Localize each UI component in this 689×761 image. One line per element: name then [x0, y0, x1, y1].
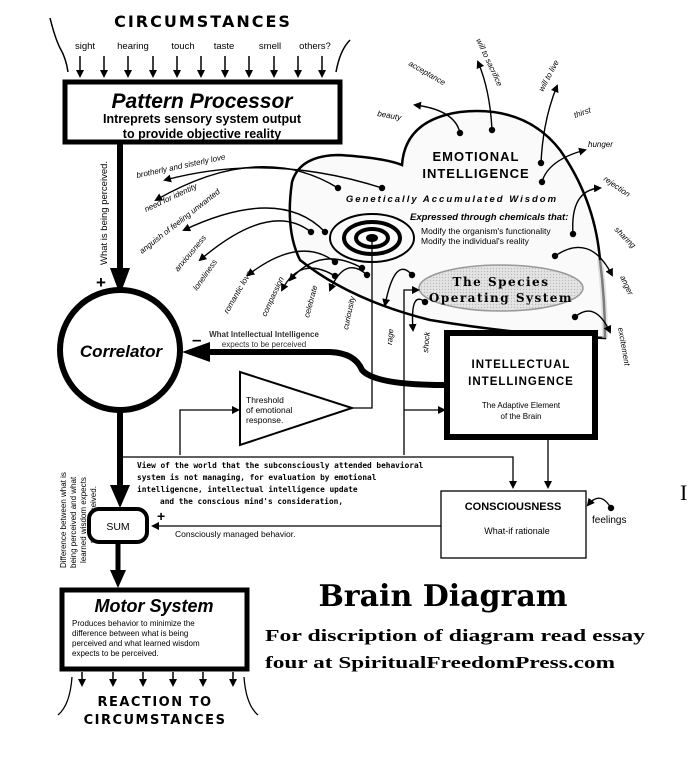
sense-labels: sight hearing touch taste smell others?: [75, 41, 331, 52]
sum-label: SUM: [106, 521, 129, 533]
correlator-circle: [57, 287, 183, 413]
emotion-label: acceptance: [407, 59, 447, 88]
consciousness-sub: What-if rationale: [484, 526, 550, 536]
emotional-subtitle: Genetically Accumulated Wisdom: [346, 194, 558, 205]
reaction-arrows: [78, 672, 237, 687]
view-line3: intelligencne, intellectual intelligence…: [137, 485, 358, 494]
view-line1: View of the world that the subconsciousl…: [137, 461, 424, 470]
emotion-labels-right: rejection sharing anger excitement: [602, 174, 638, 367]
emotion-label: anger: [618, 274, 635, 297]
caption-title: Brain Diagram: [318, 579, 567, 614]
view-to-consciousness-line: [120, 456, 517, 489]
emotion-curves-top: [413, 60, 613, 334]
emotion-label: shock: [421, 331, 432, 354]
ii-expects-line1: What Intellectual Intelligence: [209, 330, 319, 339]
motor-line1: Produces behavior to minimize the: [72, 619, 195, 628]
threshold-line2: of emotional: [246, 405, 292, 415]
consciousness-title: CONSCIOUSNESS: [465, 501, 562, 513]
intellectual-sub-1: The Adaptive Element: [482, 401, 561, 410]
emotion-label: rage: [385, 328, 395, 345]
sense-label: touch: [171, 41, 194, 52]
difference-line2: being perceived and what: [69, 476, 78, 568]
sense-label: taste: [214, 41, 235, 52]
sense-label: hearing: [117, 41, 149, 52]
view-to-threshold-line: [179, 406, 240, 455]
sense-label: sight: [75, 41, 95, 52]
threshold-line3: response.: [246, 415, 283, 425]
species-os-line2: Operating System: [429, 291, 573, 305]
feelings-curve: [586, 497, 615, 512]
sum-plus: +: [157, 508, 165, 524]
emotion-label: excitement: [616, 327, 632, 367]
pattern-processor-title: Pattern Processor: [112, 90, 295, 113]
modify-line-1: Modify the organism's functionality: [421, 226, 551, 236]
view-line2: system is not managing, for evaluation b…: [137, 473, 377, 482]
emotional-title-1: EMOTIONAL: [433, 149, 520, 164]
motor-box: [59, 587, 250, 672]
threshold-line1: Threshold: [246, 395, 284, 405]
sum-box: [87, 507, 149, 544]
emotion-label: sharing: [613, 225, 638, 250]
reaction-line1: REACTION TO: [97, 695, 212, 710]
motor-title: Motor System: [94, 596, 213, 616]
intellectual-sub-2: of the Brain: [501, 412, 542, 421]
caption-line1: For discription of diagram read essay: [265, 626, 646, 645]
difference-line3: learned wisdom expects: [79, 477, 88, 563]
emotion-label: compassion: [260, 275, 286, 318]
sense-label: smell: [259, 41, 281, 52]
intellectual-box: [444, 330, 598, 440]
emotion-label: curiousity: [341, 295, 357, 331]
ii-expects-arrow: [205, 349, 446, 388]
perceived-arrowhead: [110, 268, 130, 295]
reaction-line2: CIRCUMSTANCES: [84, 713, 227, 728]
emotion-label: romantic love: [222, 269, 254, 315]
pattern-processor-line2: to provide objective reality: [123, 127, 281, 141]
left-brace: [49, 17, 69, 73]
plus-sign-correlator: +: [96, 273, 106, 292]
target-to-threshold-line: [352, 240, 373, 409]
pattern-processor-box: [62, 79, 343, 145]
emotion-label: rejection: [602, 174, 632, 199]
perceived-label: What is being perceived.: [99, 161, 110, 265]
view-text: View of the world that the subconsciousl…: [137, 461, 424, 506]
expressed-label: Expressed through chemicals that:: [410, 212, 568, 223]
minus-sign: –: [192, 330, 201, 349]
pattern-processor-line1: Intreprets sensory system output: [103, 112, 302, 126]
emotion-label: celebrate: [302, 284, 319, 319]
circumstances-title: CIRCUMSTANCES: [114, 12, 292, 31]
intellectual-title-1: INTELLECTUAL: [472, 359, 571, 371]
emotional-title-2: INTELLIGENCE: [422, 166, 529, 181]
emotion-label: thirst: [573, 105, 593, 120]
view-line4: and the conscious mind's consideration,: [160, 497, 343, 506]
threshold-triangle: [239, 370, 356, 447]
feelings-label: feelings: [592, 515, 626, 526]
caption-line2: four at SpiritualFreedomPress.com: [265, 653, 615, 672]
sense-arrows: [76, 56, 326, 78]
motor-line3: perceived and what learned wisdom: [72, 639, 200, 648]
text-cursor-icon: I: [680, 480, 687, 505]
species-os-line1: The Species: [453, 275, 550, 289]
difference-line1: Difference between what is: [59, 472, 68, 568]
emotion-label: anxiousness: [173, 233, 208, 273]
correlator-label: Correlator: [80, 342, 164, 361]
motor-line4: expects to be perceived.: [72, 649, 159, 658]
ii-expects-line2: expects to be perceived: [222, 340, 307, 349]
intellectual-title-2: INTELLINGENCE: [468, 376, 574, 388]
emotion-label: will to live: [537, 58, 561, 93]
consciously-managed-label: Consciously managed behavior.: [175, 529, 296, 539]
motor-line2: difference between what is being: [72, 629, 188, 638]
modify-line-2: Modify the individual's reality: [421, 236, 530, 246]
emotion-label: beauty: [377, 109, 403, 122]
emotion-label: loneliness: [191, 258, 219, 292]
emotion-label: hunger: [588, 140, 613, 149]
consciousness-box: [440, 490, 587, 559]
right-brace: [335, 39, 351, 73]
emotion-curves: [154, 166, 429, 332]
reaction-right-brace: [243, 676, 259, 716]
sense-label: others?: [299, 41, 331, 52]
reaction-left-brace: [57, 676, 73, 716]
to-species-os-line: [403, 286, 420, 455]
